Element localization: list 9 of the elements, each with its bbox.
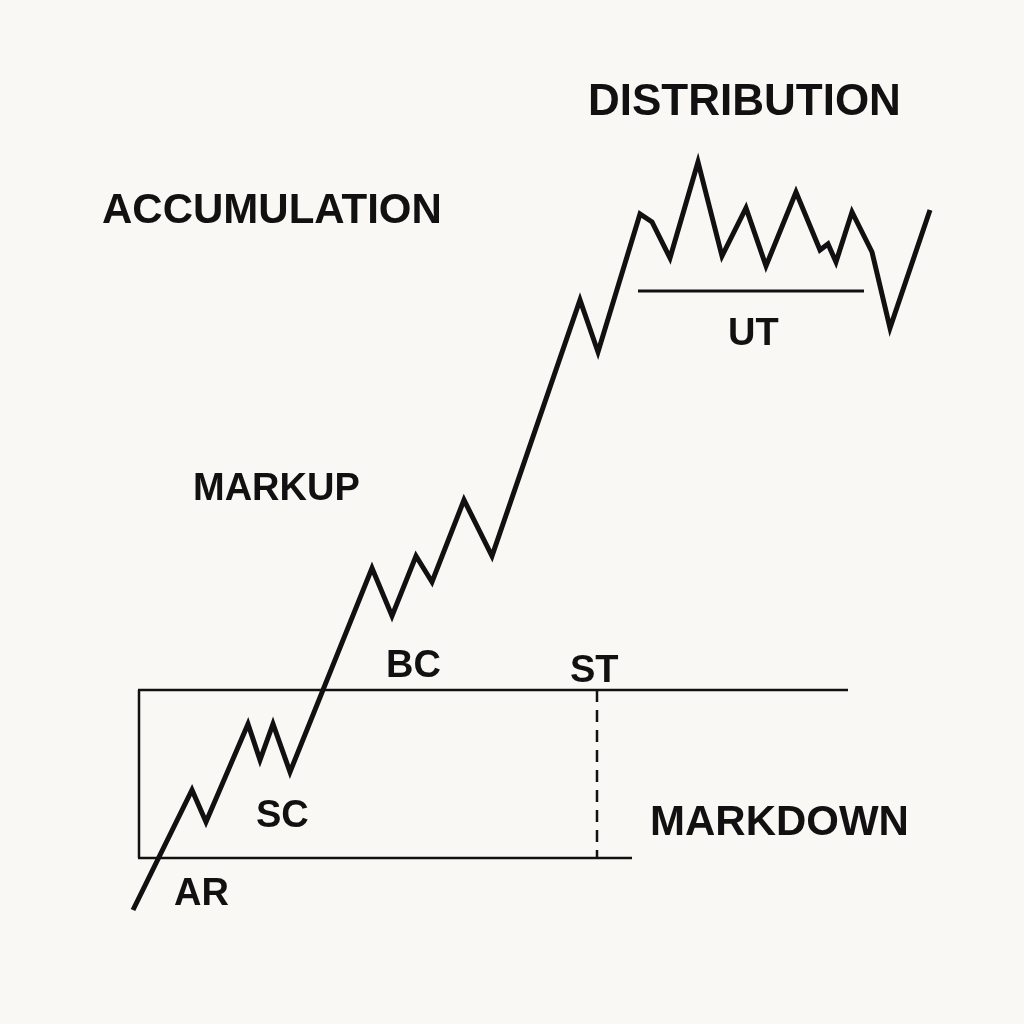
phase-label: MARKUP bbox=[193, 468, 360, 506]
phase-label: MARKDOWN bbox=[650, 800, 909, 842]
event-label: AR bbox=[174, 873, 229, 911]
phase-label: ACCUMULATION bbox=[102, 188, 442, 230]
event-label: UT bbox=[728, 313, 779, 351]
event-label: BC bbox=[386, 645, 441, 683]
event-label: SC bbox=[256, 795, 309, 833]
phase-label: DISTRIBUTION bbox=[588, 78, 901, 122]
event-label: ST bbox=[570, 650, 619, 688]
